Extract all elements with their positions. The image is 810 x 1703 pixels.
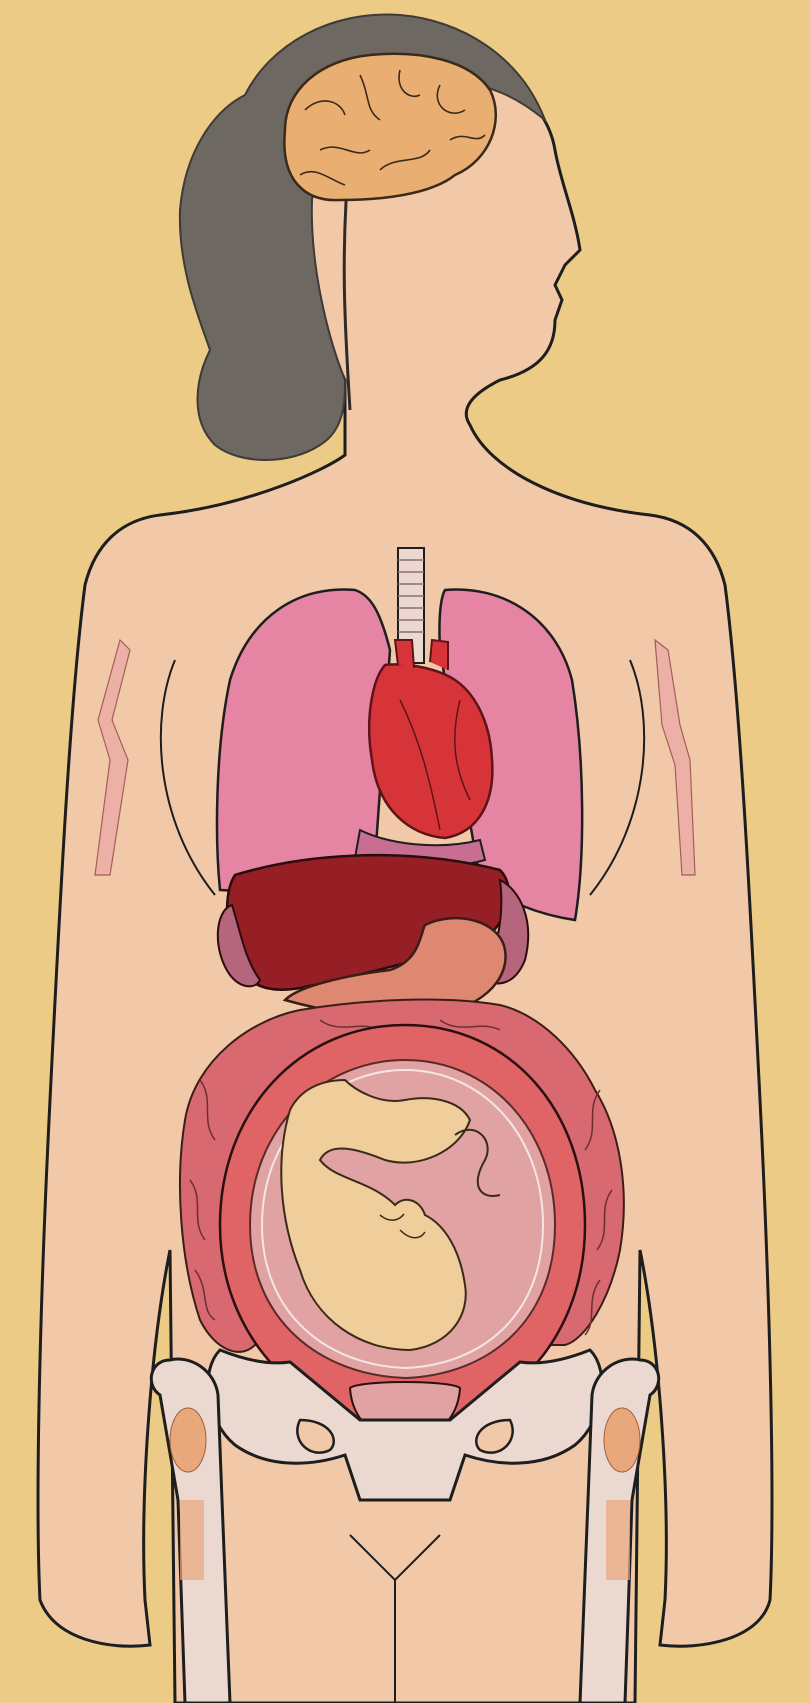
bone-marrow — [170, 1408, 206, 1472]
bone-marrow — [180, 1500, 204, 1580]
bone-marrow — [604, 1408, 640, 1472]
bone-marrow — [606, 1500, 630, 1580]
